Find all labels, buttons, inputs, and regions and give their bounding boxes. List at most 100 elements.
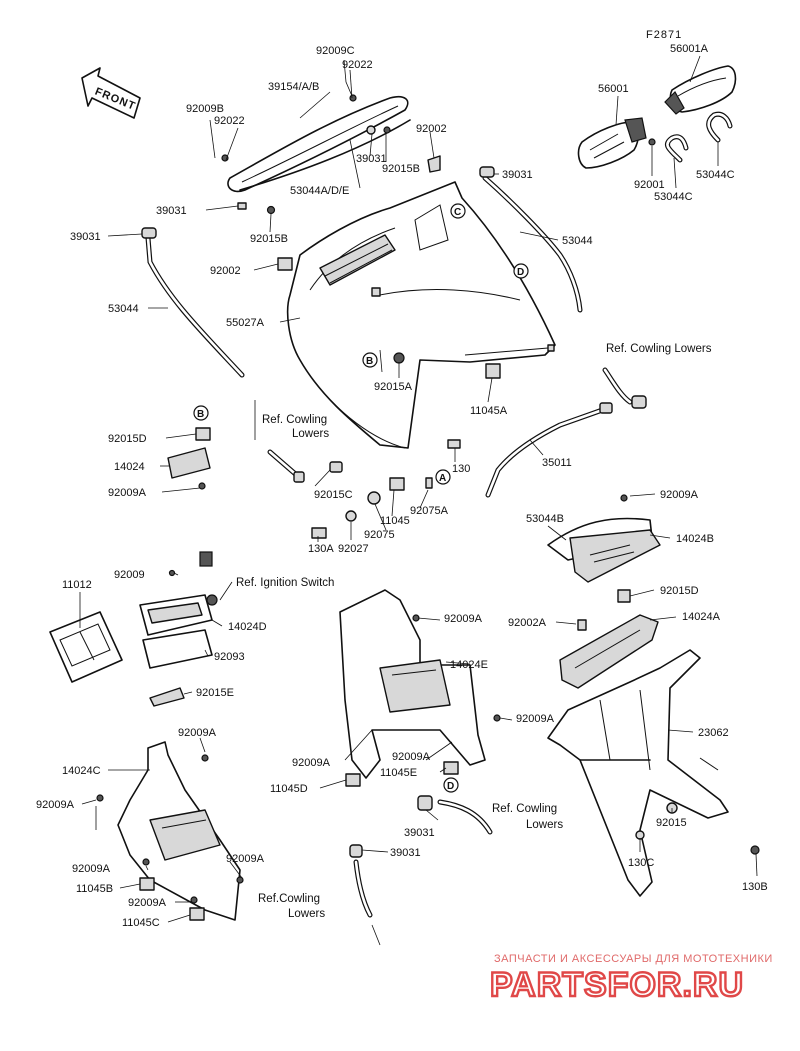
label-11045E: 11045E <box>380 767 417 779</box>
label-39031-left: 39031 <box>156 205 187 217</box>
grommet-icon <box>141 227 157 239</box>
label-14024: 14024 <box>114 461 145 473</box>
label-92009A-left: 92009A <box>108 487 147 499</box>
label-14024C: 14024C <box>62 765 101 777</box>
label-92009A-l2: 92009A <box>36 799 75 811</box>
label-11012: 11012 <box>62 579 92 591</box>
grommet-icon <box>631 395 647 409</box>
marker-b-1: B <box>362 352 378 368</box>
label-39031-low2: 39031 <box>390 847 421 859</box>
label-92009A-l1: 92009A <box>178 727 217 739</box>
svg-text:A: A <box>439 473 446 484</box>
bolt-icon <box>349 94 357 102</box>
label-130C: 130C <box>628 857 654 869</box>
label-11045B: 11045B <box>76 883 113 895</box>
grommet-icon <box>293 471 305 483</box>
bolt-icon <box>620 494 628 502</box>
label-11045C: 11045C <box>122 917 160 929</box>
label-92075A: 92075A <box>410 505 449 517</box>
label-14024A: 14024A <box>682 611 721 623</box>
svg-text:B: B <box>366 356 373 367</box>
windshield-part <box>221 94 411 215</box>
svg-text:D: D <box>447 781 454 792</box>
ref-cowling-lowers-3-line2: Lowers <box>288 908 325 920</box>
mirror-right-part <box>664 65 737 115</box>
marker-c: C <box>450 203 466 219</box>
right-hose <box>479 166 647 409</box>
grommet-icon <box>237 202 247 210</box>
label-92009A-r1: 92009A <box>660 489 699 501</box>
label-92009A-c4: 92009A <box>392 751 431 763</box>
watermark-brand: PARTSFOR.RU <box>490 966 744 1004</box>
svg-text:D: D <box>517 267 524 278</box>
label-35011: 35011 <box>542 457 572 469</box>
ref-cowling-lowers-2-line2: Lowers <box>526 819 563 831</box>
nut-icon <box>366 125 376 135</box>
nut-icon <box>393 352 405 364</box>
marker-b-2: B <box>193 405 209 421</box>
label-14024B: 14024B <box>676 533 714 545</box>
label-92001: 92001 <box>634 179 665 191</box>
label-23062: 23062 <box>698 727 729 739</box>
label-39031-right: 39031 <box>502 169 533 181</box>
label-56001A: 56001A <box>670 43 709 55</box>
reference-labels: Ref. Cowling Lowers Ref. Cowling Lowers … <box>219 343 712 946</box>
label-92022-left: 92022 <box>214 115 245 127</box>
bolt-icon <box>96 794 104 802</box>
watermark: ЗАПЧАСТИ И АКСЕССУАРЫ ДЛЯ МОТОТЕХНИКИ PA… <box>489 953 772 1005</box>
label-92015B-low: 92015B <box>250 233 288 245</box>
label-14024D: 14024D <box>228 621 267 633</box>
ref-cowling-lowers-right: Ref. Cowling Lowers <box>606 343 712 355</box>
drain-tube <box>485 402 613 498</box>
label-53044-right: 53044 <box>562 235 593 247</box>
label-53044C-b: 53044C <box>654 191 693 203</box>
bolt-icon <box>383 126 391 134</box>
center-fasteners <box>167 155 501 539</box>
label-92009A-l4: 92009A <box>226 853 265 865</box>
label-92009A-c3: 92009A <box>292 757 331 769</box>
left-hose <box>141 227 305 483</box>
ref-cowling-lowers-1-line2: Lowers <box>292 428 329 440</box>
label-92009A-c2: 92009A <box>516 713 555 725</box>
label-92093: 92093 <box>214 651 245 663</box>
label-92002-left: 92002 <box>210 265 241 277</box>
label-92027: 92027 <box>338 543 369 555</box>
label-130B: 130B <box>742 881 768 893</box>
label-53044B: 53044B <box>526 513 564 525</box>
ref-ignition-switch: Ref. Ignition Switch <box>236 577 334 589</box>
inner-panel-part <box>339 589 501 787</box>
label-92009C: 92009C <box>316 45 355 57</box>
label-11045D: 11045D <box>270 783 308 795</box>
label-92009A-l3: 92009A <box>72 863 111 875</box>
label-92022-top: 92022 <box>342 59 373 71</box>
label-92015: 92015 <box>656 817 687 829</box>
label-11045: 11045 <box>380 515 410 527</box>
label-130: 130 <box>452 463 470 475</box>
cowling-stay-part <box>547 649 760 897</box>
meter-cover-part <box>547 494 661 603</box>
label-92015C: 92015C <box>314 489 353 501</box>
leader-lines <box>79 55 758 923</box>
label-92015D-right: 92015D <box>660 585 699 597</box>
label-14024E: 14024E <box>450 659 488 671</box>
bolt-icon <box>198 482 206 490</box>
bolt-icon <box>168 569 176 577</box>
label-92015A: 92015A <box>374 381 413 393</box>
label-53044ADE: 53044A/D/E <box>290 185 349 197</box>
label-56001: 56001 <box>598 83 629 95</box>
figure-code: F2871 <box>646 29 682 41</box>
label-92015E: 92015E <box>196 687 234 699</box>
label-92075: 92075 <box>364 529 395 541</box>
upper-cowl-part <box>286 181 556 449</box>
ref-cowling-lowers-2-line1: Ref. Cowling <box>492 803 557 815</box>
label-92002-top: 92002 <box>416 123 447 135</box>
inner-panel-lower-part <box>96 741 244 921</box>
marker-a: A <box>435 469 451 485</box>
lower-hose-center <box>349 795 493 918</box>
side-panel-left-part <box>49 611 123 683</box>
bolt-icon <box>142 858 150 866</box>
marker-d-2: D <box>443 777 459 793</box>
part-labels: 92009C 92022 39154/A/B 92009B 92022 9200… <box>36 43 768 929</box>
label-53044-left: 53044 <box>108 303 139 315</box>
